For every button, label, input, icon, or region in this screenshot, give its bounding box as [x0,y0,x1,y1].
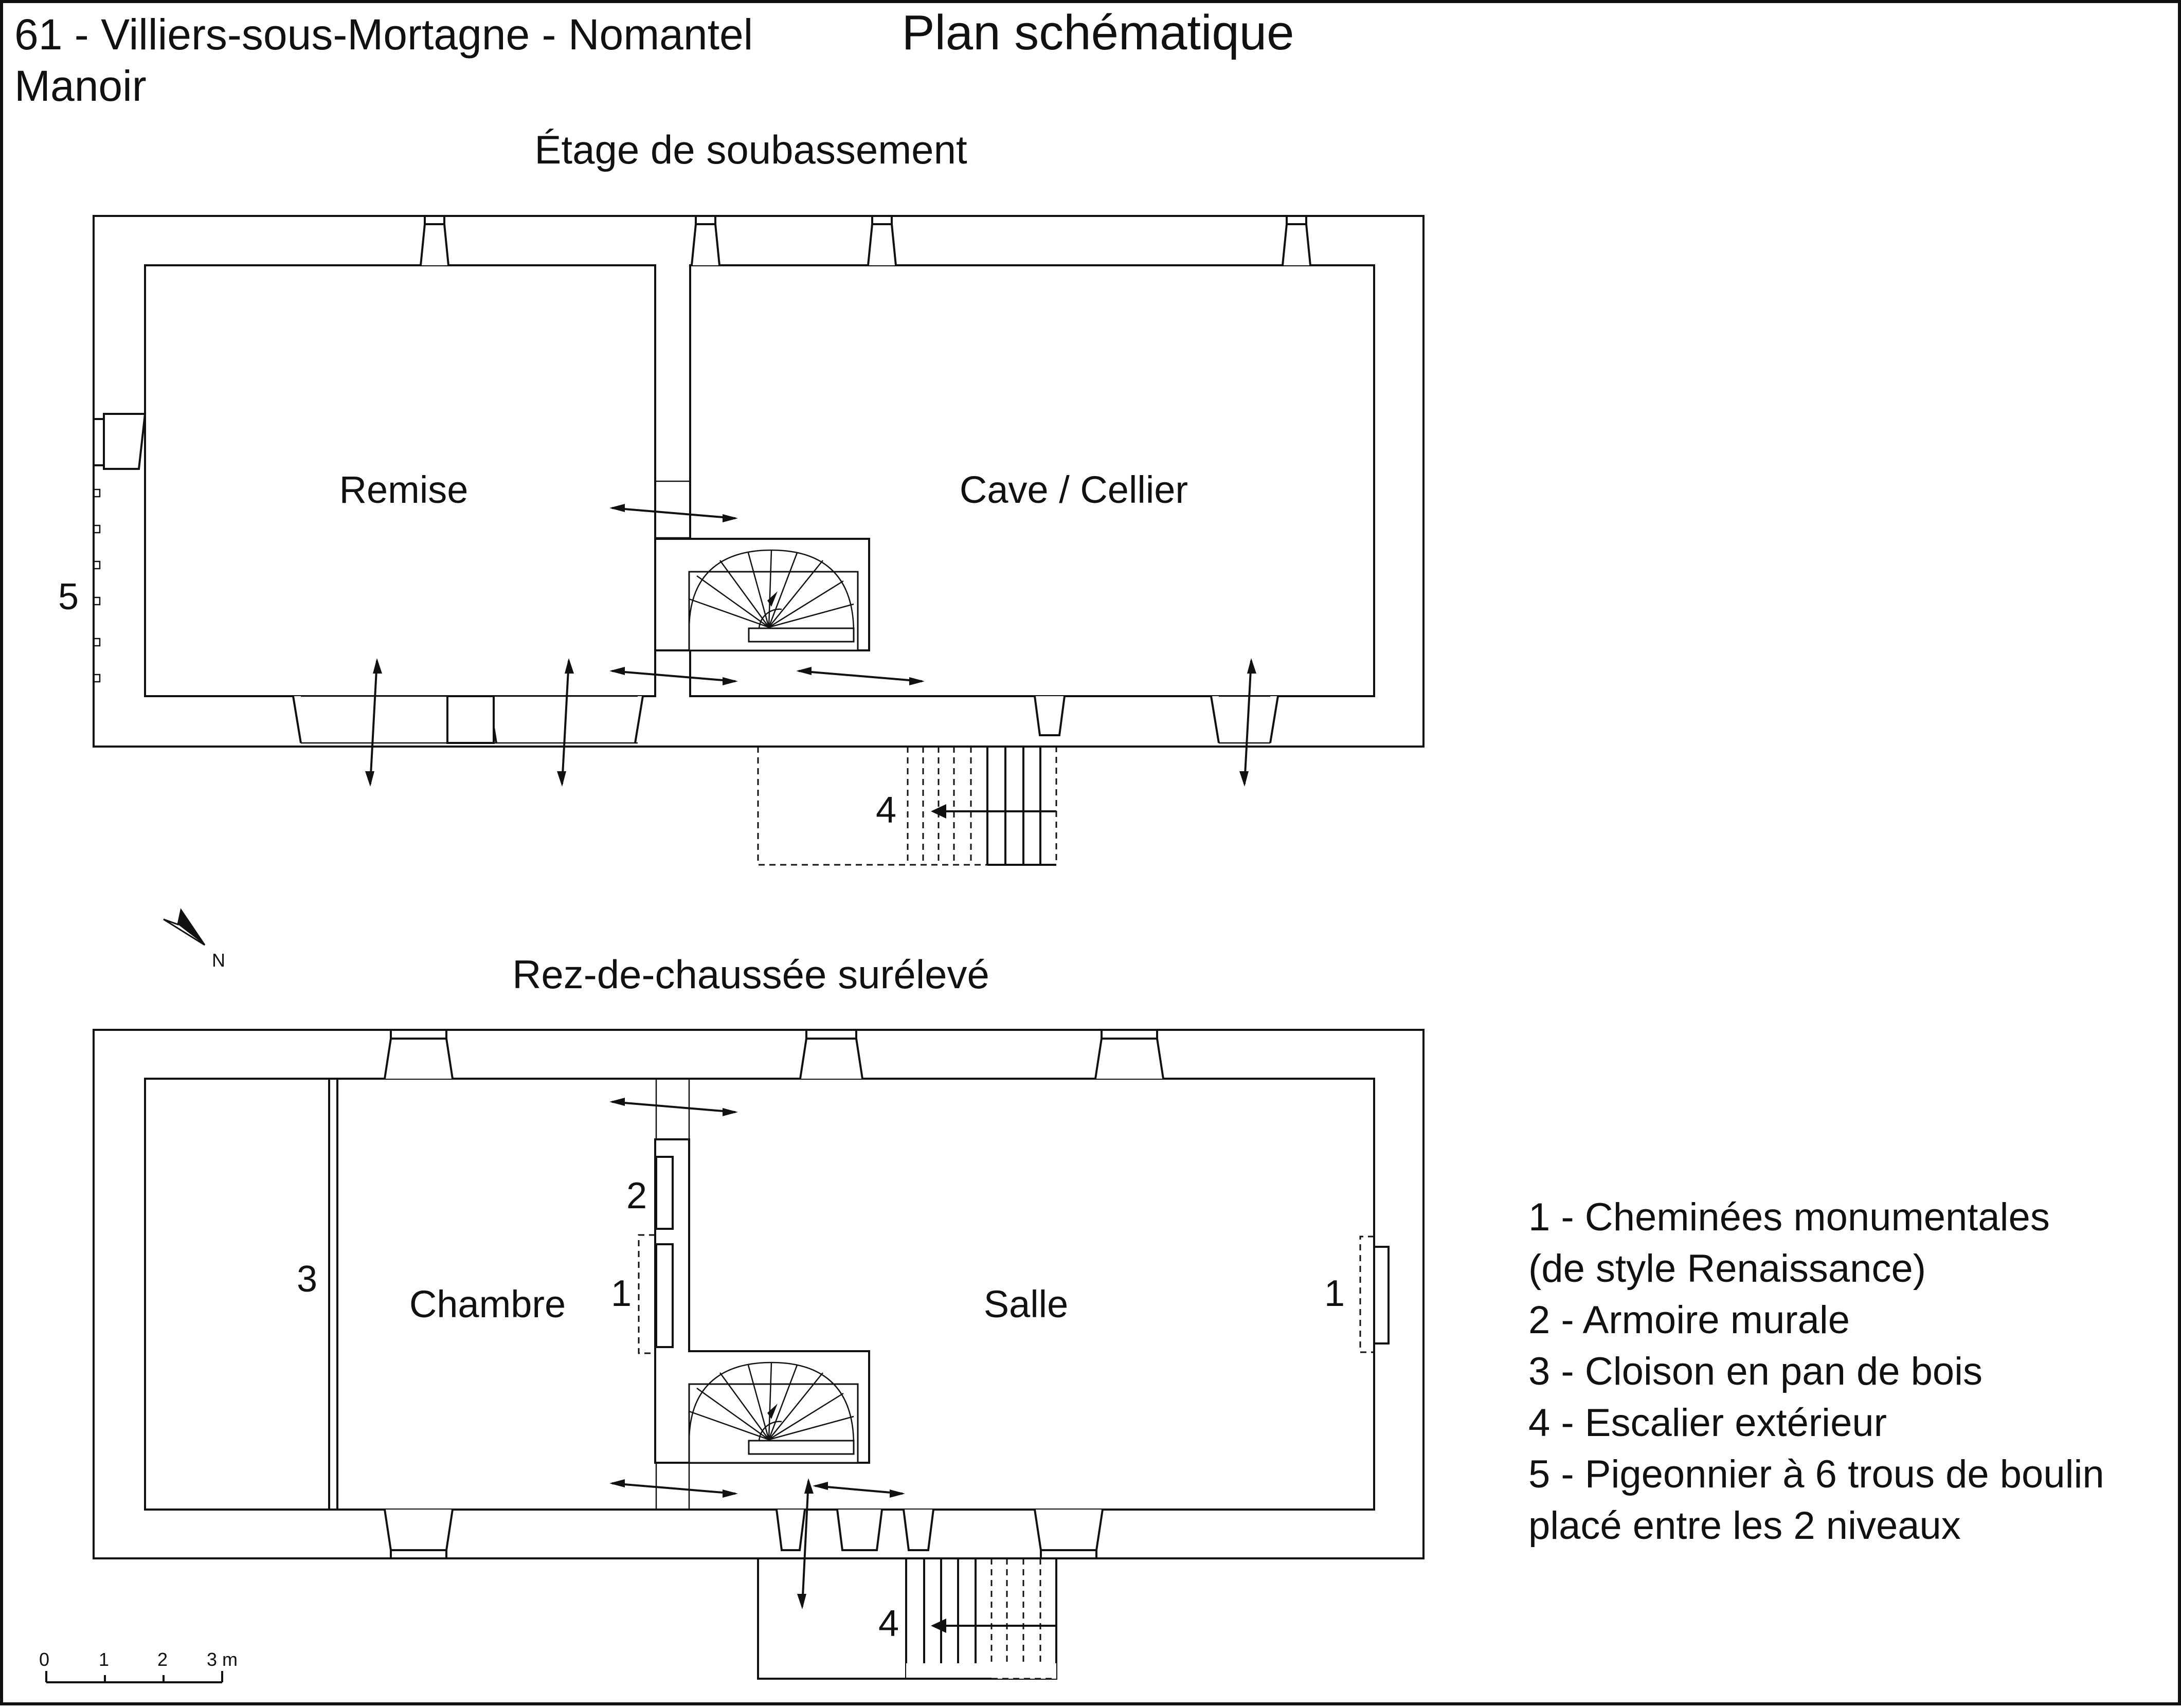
upper-north-windows [384,1029,1164,1079]
marker-stair-upper: 4 [878,1603,899,1644]
lower-spiral-stair [688,549,855,643]
legend-line: 4 - Escalier extérieur [1528,1401,1887,1445]
marker-pigeonnier: 5 [58,576,79,617]
room-label-remise: Remise [339,468,468,511]
upper-section-arrows [609,1098,905,1609]
marker-stair-lower: 4 [876,790,896,831]
legend-line: placé entre les 2 niveaux [1528,1504,1961,1548]
legend: 1 - Cheminées monumentales (de style Ren… [1528,1195,2104,1548]
lower-floor-label: Étage de soubassement [534,127,967,172]
fireplace-left [655,1243,674,1348]
pigeonnier-holes [93,488,101,683]
page-title: Plan schématique [902,5,1294,60]
upper-floor-label: Rez-de-chaussée surélevé [512,952,989,997]
room-label-cave: Cave / Cellier [960,468,1188,511]
room-label-chambre: Chambre [409,1283,566,1325]
lower-south-doors [292,695,1279,744]
legend-line: (de style Renaissance) [1528,1247,1926,1291]
armoire-murale [655,1156,674,1230]
legend-line: 5 - Pigeonnier à 6 trous de boulin [1528,1452,2104,1496]
upper-floor-plan [93,1029,1425,1680]
lower-west-window [93,413,147,470]
fireplace-right [1373,1246,1390,1344]
lower-room-remise [144,264,656,697]
room-label-salle: Salle [984,1283,1069,1325]
lower-floor-plan [93,215,1425,866]
legend-line: 2 - Armoire murale [1528,1298,1850,1342]
lower-external-stair [757,747,1057,866]
legend-line: 3 - Cloison en pan de bois [1528,1350,1982,1393]
marker-fireplace-left: 1 [611,1273,632,1314]
scale-bar: 0 1 2 3 m [39,1649,238,1683]
building-type-text: Manoir [14,62,147,110]
scale-tick-label: 3 m [207,1649,238,1670]
upper-external-stair [757,1558,1057,1680]
lower-north-windows [420,215,1311,266]
location-text: 61 - Villiers-sous-Mortagne - Nomantel [14,10,753,59]
north-label: N [212,950,225,971]
legend-line: 1 - Cheminées monumentales [1528,1195,2050,1239]
north-arrow-icon [163,908,206,946]
marker-cupboard: 2 [626,1175,647,1216]
upper-south-openings [384,1509,1104,1559]
marker-fireplace-right: 1 [1324,1273,1345,1314]
scale-tick-label: 0 [39,1649,49,1670]
upper-spiral-stair [688,1361,855,1455]
marker-partition: 3 [297,1259,317,1300]
scale-tick-label: 1 [99,1649,109,1670]
scale-tick-label: 2 [157,1649,168,1670]
lower-section-arrows [365,504,1256,787]
